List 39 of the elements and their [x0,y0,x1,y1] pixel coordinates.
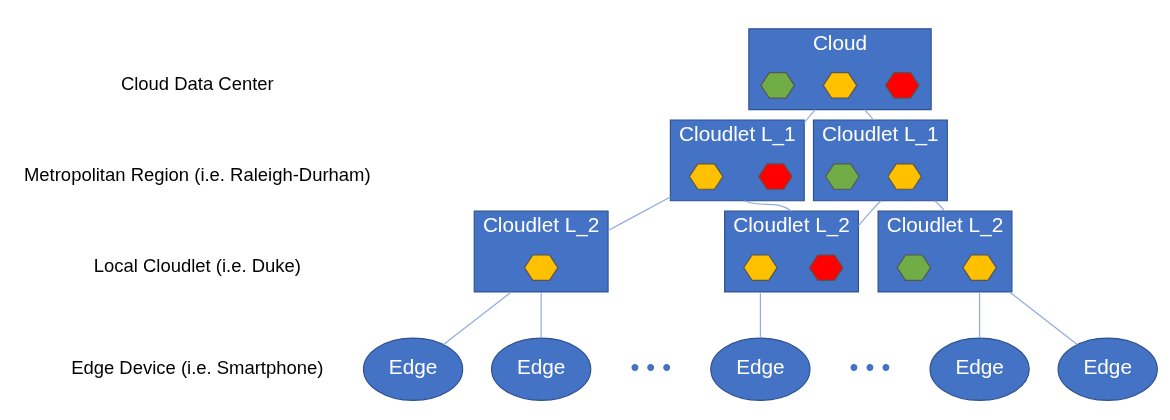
cluster: Cloudlet L_1 [812,119,948,202]
label: Metropolitan Region (i.e. Raleigh-Durham) [23,163,371,185]
connector [1008,291,1078,346]
node-hexagon [824,163,860,190]
label: • • • [849,352,891,381]
connector [759,291,761,339]
connector [857,200,882,227]
cluster: Cloudlet L_2 [877,210,1013,293]
connector [443,291,512,346]
label: Edge Device (i.e. Smartphone) [71,356,324,378]
node-hexagon [896,254,932,281]
node-ellipse: Edge [362,337,464,401]
connector [607,196,671,232]
node-hexagon [742,254,778,281]
connector [864,109,875,121]
node-hexagon [887,163,923,190]
node-hexagon [688,163,724,190]
cluster: Cloudlet L_2 [473,210,609,293]
node-hexagon [884,72,920,99]
label: Local Cloudlet (i.e. Duke) [93,255,301,277]
node-ellipse: Edge [710,337,811,401]
label: Cloud Data Center [120,72,274,94]
node-hexagon [760,72,796,99]
connector [540,291,542,339]
cluster: Cloud [748,28,932,111]
node-ellipse: Edge [1057,337,1158,401]
connector [743,200,793,212]
node-hexagon [962,254,998,281]
label: • • • [630,352,672,381]
node-hexagon [808,254,844,281]
node-hexagon [822,72,858,99]
node-hexagon [523,254,559,281]
cluster: Cloudlet L_2 [724,210,860,293]
connector [803,109,816,124]
cluster: Cloudlet L_1 [669,119,805,202]
node-ellipse: Edge [929,337,1030,401]
connector [979,291,981,339]
node-hexagon [757,163,793,190]
node-ellipse: Edge [490,337,592,401]
